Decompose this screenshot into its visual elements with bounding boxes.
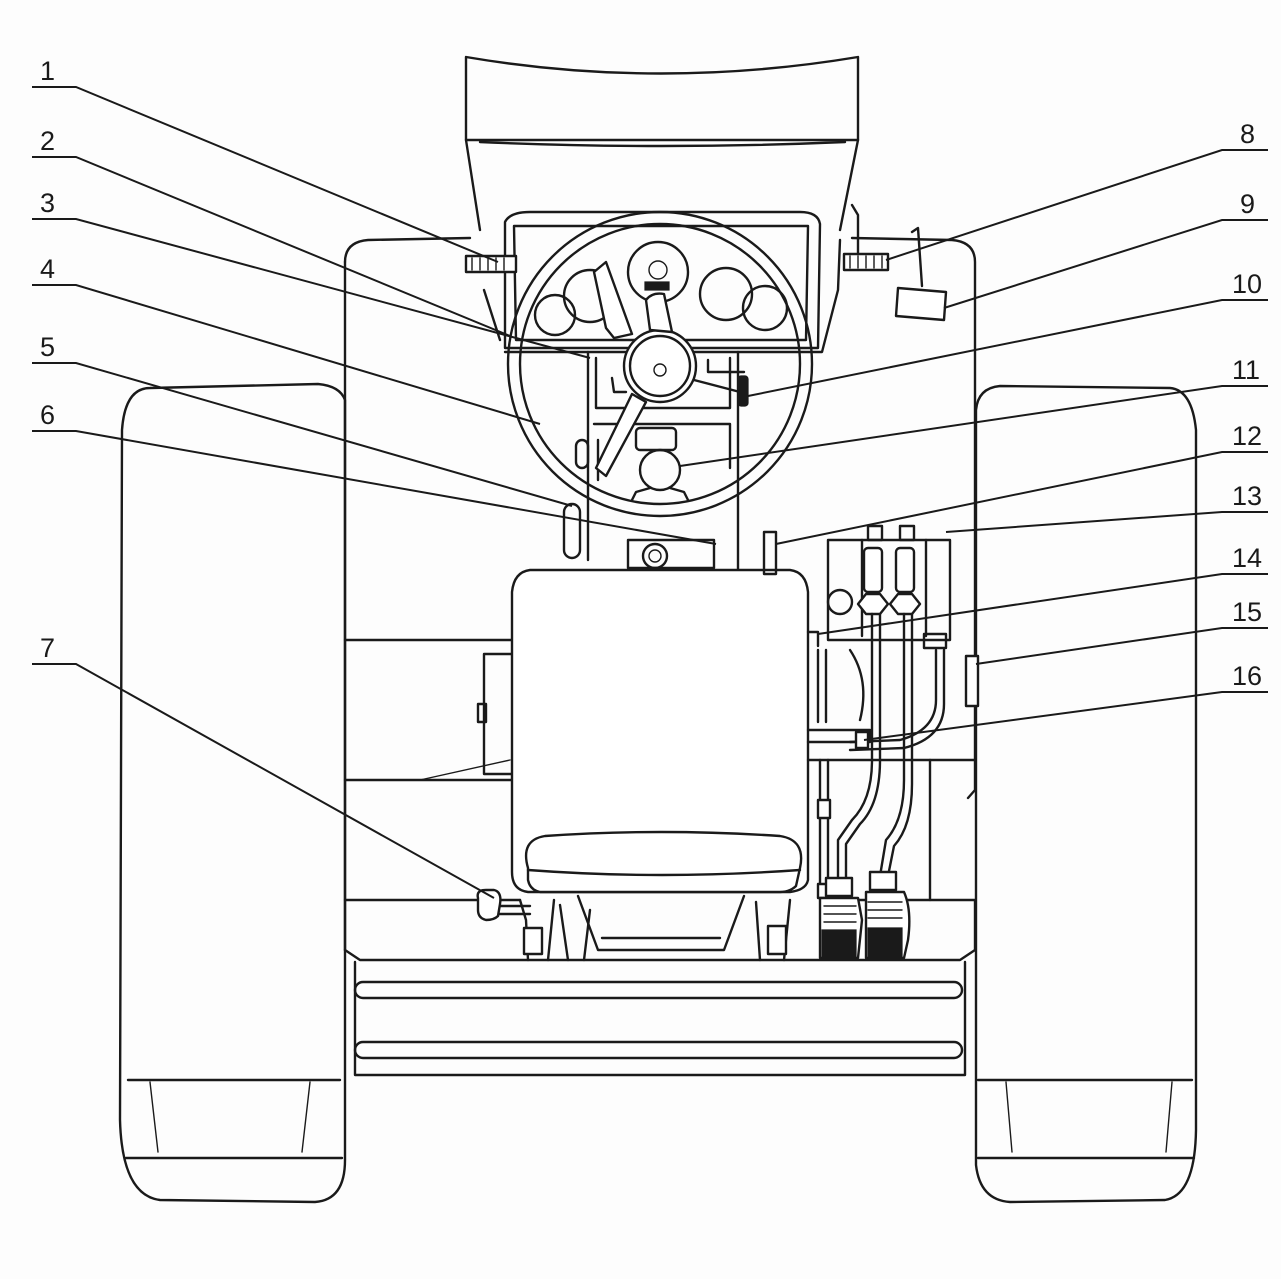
leader-lines bbox=[32, 86, 1268, 899]
callout-9: 9 bbox=[1240, 189, 1255, 219]
callout-7: 7 bbox=[40, 633, 55, 663]
hydraulic-pipes bbox=[806, 612, 946, 902]
callout-16: 16 bbox=[1232, 661, 1262, 691]
brake-pedal-handle bbox=[562, 502, 582, 560]
key-switch bbox=[610, 376, 628, 394]
throttle-lever bbox=[574, 438, 590, 470]
pto-lever bbox=[762, 530, 778, 576]
callout-14: 14 bbox=[1232, 543, 1262, 573]
callout-12: 12 bbox=[1232, 421, 1262, 451]
hood bbox=[464, 55, 860, 232]
callout-13: 13 bbox=[1232, 481, 1262, 511]
callout-1: 1 bbox=[40, 56, 55, 86]
quick-coupler-right bbox=[864, 870, 911, 960]
gear-shift-lever bbox=[476, 888, 532, 922]
right-rear-wheel bbox=[974, 384, 1198, 1204]
left-floor-levers bbox=[518, 898, 592, 962]
operator-seat bbox=[510, 568, 810, 952]
callout-5: 5 bbox=[40, 332, 55, 362]
left-rear-wheel bbox=[118, 382, 347, 1204]
tractor-body bbox=[343, 236, 977, 1077]
left-grab-handle bbox=[464, 254, 518, 274]
callout-15: 15 bbox=[1232, 597, 1262, 627]
steering-wheel bbox=[506, 210, 814, 518]
right-floor-levers bbox=[754, 898, 792, 962]
left-tank bbox=[476, 652, 518, 776]
steering-column bbox=[586, 350, 740, 572]
light-switch bbox=[706, 358, 746, 374]
callout-2: 2 bbox=[40, 126, 55, 156]
lock-pin bbox=[806, 630, 820, 648]
right-grab-handle bbox=[842, 203, 890, 272]
callout-11: 11 bbox=[1232, 355, 1260, 385]
right-control-lever bbox=[894, 226, 948, 322]
hydraulic-control-valve bbox=[826, 524, 980, 708]
callout-3: 3 bbox=[40, 188, 55, 218]
quick-coupler-left bbox=[818, 876, 864, 960]
callout-4: 4 bbox=[40, 254, 55, 284]
callout-10: 10 bbox=[1232, 269, 1262, 299]
callout-8: 8 bbox=[1240, 119, 1255, 149]
callout-6: 6 bbox=[40, 400, 55, 430]
callout-numbers: 1 2 3 4 5 6 7 8 9 10 11 12 13 14 15 16 bbox=[40, 56, 1262, 691]
